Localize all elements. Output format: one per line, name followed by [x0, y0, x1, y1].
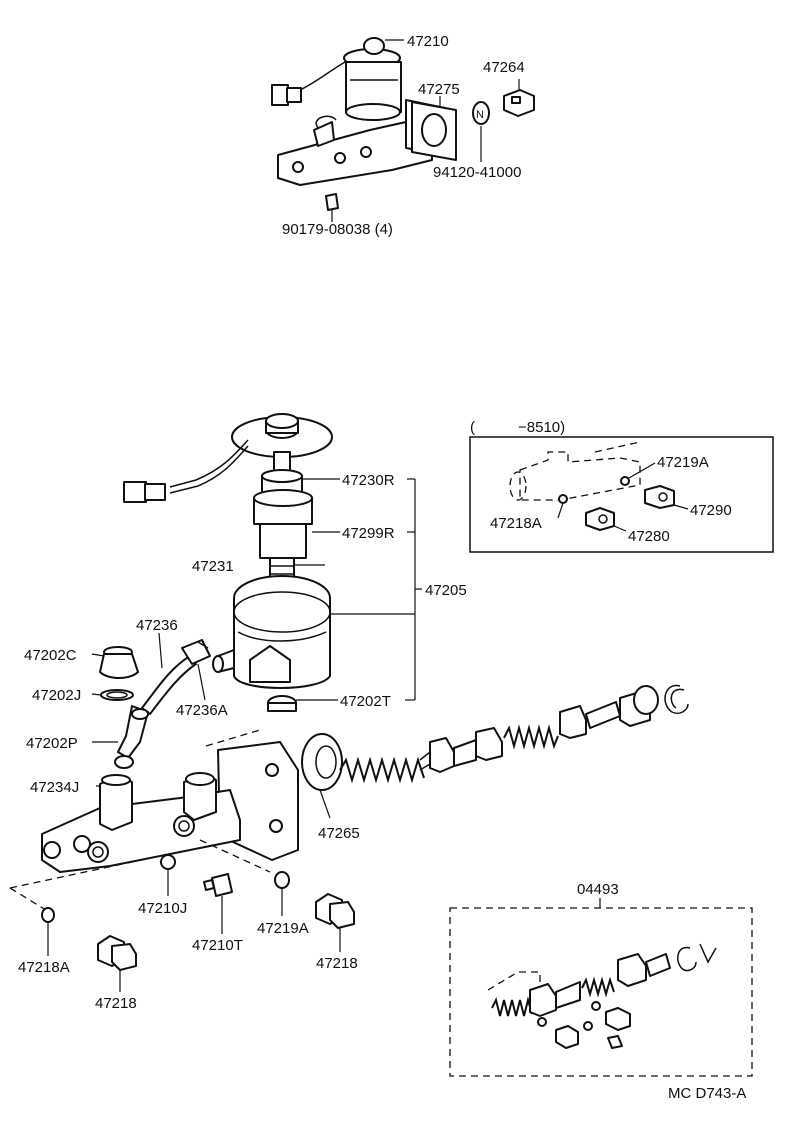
reservoir-stack-illustration [123, 413, 333, 712]
label-47218-right: 47218 [316, 955, 358, 972]
hose-parts-illustration [91, 632, 211, 790]
label-47219A: 47219A [257, 920, 309, 937]
inset-label-47218A: 47218A [490, 515, 542, 532]
label-47299R: 47299R [342, 525, 395, 542]
label-47205: 47205 [425, 582, 467, 599]
serial-inset-box [469, 436, 774, 553]
label-47265: 47265 [318, 825, 360, 842]
label-47210J: 47210J [138, 900, 187, 917]
reservoir-bracket [294, 478, 422, 701]
piston-assembly-illustration [301, 684, 689, 819]
inset-range-close: −8510) [518, 419, 565, 436]
inset-label-47280: 47280 [628, 528, 670, 545]
label-47210T: 47210T [192, 937, 243, 954]
label-47236A: 47236A [176, 702, 228, 719]
label-47234J: 47234J [30, 779, 79, 796]
label-47202J: 47202J [32, 687, 81, 704]
master-cylinder-body-illustration [9, 729, 299, 911]
upper-assembly-illustration [271, 37, 535, 222]
label-04493: 04493 [577, 881, 619, 898]
label-90179-08038: 90179-08038 (4) [282, 221, 393, 238]
label-47210: 47210 [407, 33, 449, 50]
label-47231: 47231 [192, 558, 234, 575]
inset-label-47290: 47290 [690, 502, 732, 519]
diagram-code: MC D743-A [668, 1085, 746, 1102]
inset-label-47219A: 47219A [657, 454, 709, 471]
lower-small-parts-illustration [41, 854, 355, 992]
label-47275: 47275 [418, 81, 460, 98]
nut-n-marker: N [476, 109, 484, 121]
label-47202T: 47202T [340, 693, 391, 710]
label-47230R: 47230R [342, 472, 395, 489]
label-47218-left: 47218 [95, 995, 137, 1012]
label-47236: 47236 [136, 617, 178, 634]
label-47202P: 47202P [26, 735, 78, 752]
label-47264: 47264 [483, 59, 525, 76]
label-47202C: 47202C [24, 647, 77, 664]
repair-kit-box [449, 898, 753, 1077]
label-94120-41000: 94120-41000 [433, 164, 521, 181]
label-47218A: 47218A [18, 959, 70, 976]
inset-range-open: ( [470, 419, 475, 436]
